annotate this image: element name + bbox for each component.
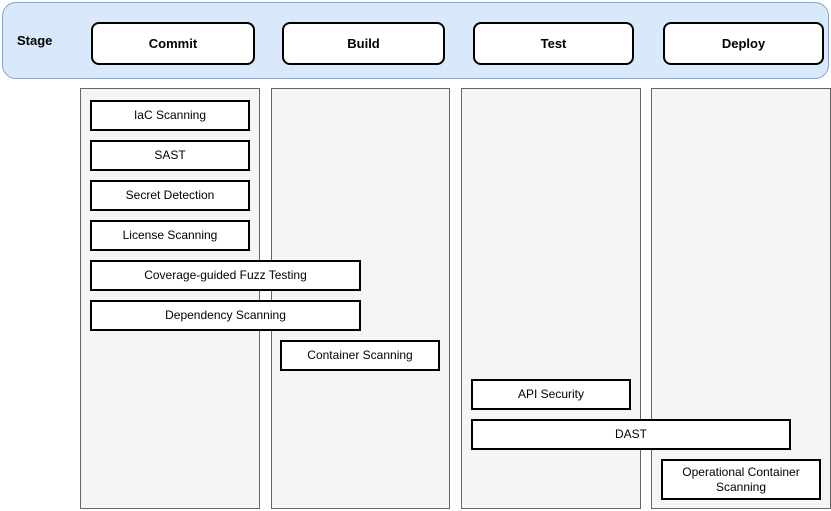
stage-row-label: Stage [17, 33, 53, 48]
practice-box[interactable]: Secret Detection [90, 180, 250, 211]
practice-box[interactable]: Operational Container Scanning [661, 459, 821, 500]
practice-box[interactable]: IaC Scanning [90, 100, 250, 131]
stage-button-commit[interactable]: Commit [91, 22, 255, 65]
stage-button-test[interactable]: Test [473, 22, 634, 65]
practice-box[interactable]: License Scanning [90, 220, 250, 251]
practice-box[interactable]: SAST [90, 140, 250, 171]
practice-box[interactable]: API Security [471, 379, 631, 410]
practice-box[interactable]: Container Scanning [280, 340, 440, 371]
stage-button-deploy[interactable]: Deploy [663, 22, 824, 65]
practice-box[interactable]: Coverage-guided Fuzz Testing [90, 260, 361, 291]
stage-header-bar: Stage Commit Build Test Deploy [2, 2, 829, 79]
lane-build [271, 88, 450, 509]
practice-box[interactable]: DAST [471, 419, 791, 450]
practice-box[interactable]: Dependency Scanning [90, 300, 361, 331]
stage-button-build[interactable]: Build [282, 22, 445, 65]
